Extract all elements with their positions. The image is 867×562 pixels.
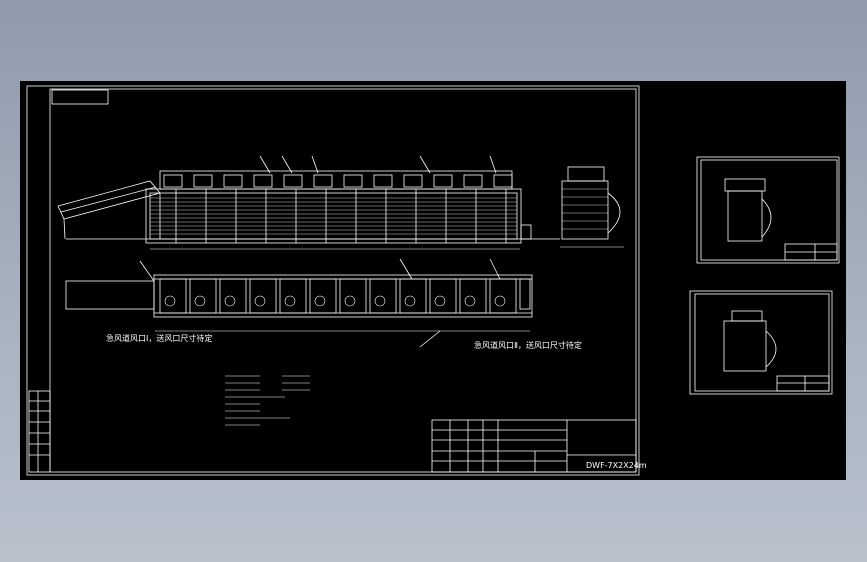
dryer-plan-view bbox=[65, 258, 533, 348]
sheet-inner-border bbox=[49, 88, 637, 473]
cad-drawing-canvas[interactable]: 急风道风口Ⅰ，送风口尺寸待定 急风道风口Ⅱ，送风口尺寸待定 DWF-7X2X24… bbox=[20, 81, 846, 480]
air-inlet-note-right: 急风道风口Ⅱ，送风口尺寸待定 bbox=[474, 340, 582, 350]
inclined-conveyor bbox=[57, 180, 161, 240]
sheet-outer-border bbox=[26, 85, 640, 476]
detail-sheet-1 bbox=[696, 156, 840, 264]
detail-sheet-2 bbox=[689, 290, 833, 395]
drawing-number-box bbox=[51, 89, 109, 105]
drawing-svg: 急风道风口Ⅰ，送风口尺寸待定 急风道风口Ⅱ，送风口尺寸待定 DWF-7X2X24… bbox=[26, 85, 840, 476]
title-block-model: DWF-7X2X24m bbox=[586, 461, 647, 470]
dryer-side-view bbox=[560, 166, 624, 248]
air-inlet-note-left: 急风道风口Ⅰ，送风口尺寸待定 bbox=[106, 333, 212, 343]
parts-legend bbox=[225, 375, 310, 426]
left-stamp-column bbox=[28, 390, 51, 473]
title-block bbox=[431, 419, 637, 473]
dryer-front-elevation bbox=[66, 155, 560, 244]
top-fans bbox=[163, 174, 513, 188]
